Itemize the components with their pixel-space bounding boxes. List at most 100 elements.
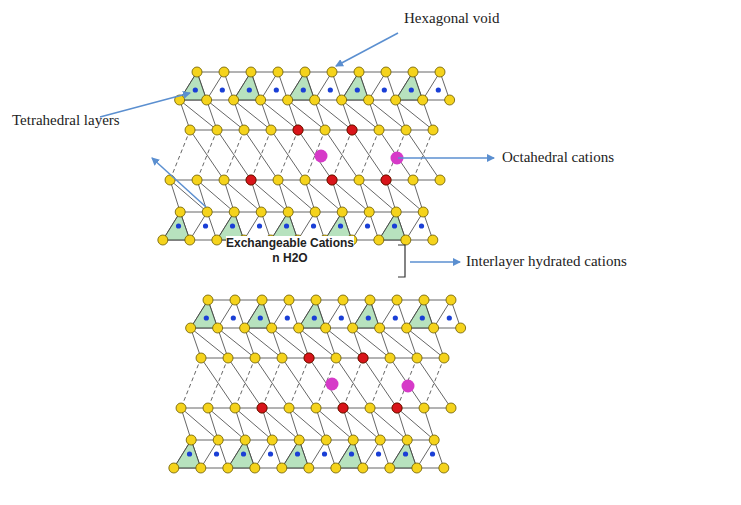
oxygen-atom — [304, 353, 314, 363]
bond — [309, 358, 343, 408]
hydroxyl-atom — [304, 353, 314, 363]
bond — [181, 358, 201, 408]
oxygen-atom — [257, 403, 267, 413]
callout-label: Octahedral cations — [502, 149, 614, 166]
bond — [217, 130, 251, 180]
hydroxyl-atom — [347, 125, 357, 135]
tetrahedral-cation — [311, 223, 316, 228]
oxygen-atom — [337, 95, 347, 105]
tetrahedral-cation — [285, 315, 290, 320]
bond — [332, 180, 369, 212]
oxygen-atom — [439, 463, 449, 473]
tetrahedral-cation — [231, 315, 236, 320]
bond — [197, 130, 217, 180]
hydroxyl-atom — [246, 175, 256, 185]
tetrahedral-cation — [393, 315, 398, 320]
oxygen-atom — [213, 323, 223, 333]
oxygen-atom — [239, 125, 249, 135]
oxygen-atom — [250, 353, 260, 363]
bond — [369, 100, 406, 130]
tetrahedral-cation — [312, 315, 317, 320]
oxygen-atom — [185, 235, 195, 245]
tetrahedra — [174, 300, 434, 468]
bond — [298, 130, 332, 180]
oxygen-atom — [230, 295, 240, 305]
tetrahedron — [342, 72, 369, 100]
bond — [207, 100, 244, 130]
oxygen-atom — [229, 95, 239, 105]
oxygen-atom — [435, 67, 445, 77]
oxygen-atom — [310, 207, 320, 217]
tetrahedral-cation — [203, 223, 208, 228]
tetrahedral-cation — [430, 451, 435, 456]
tetrahedral-cation — [376, 451, 381, 456]
oxygen-atom — [412, 463, 422, 473]
bond — [190, 130, 224, 180]
bond — [244, 130, 278, 180]
octahedral-cation — [326, 378, 339, 391]
bond — [272, 328, 309, 358]
oxygen-atom — [364, 95, 374, 105]
oxygen-atom — [246, 175, 256, 185]
bond — [201, 358, 235, 408]
tetrahedron — [288, 72, 315, 100]
tetrahedral-cation — [338, 223, 343, 228]
oxygen-atom — [192, 67, 202, 77]
bond — [386, 130, 406, 180]
oxygen-atom — [331, 463, 341, 473]
tetrahedron — [390, 440, 417, 468]
tetrahedron — [336, 440, 363, 468]
oxygen-atom — [347, 125, 357, 135]
tetrahedral-cation — [447, 315, 452, 320]
tetrahedral-cation — [403, 451, 408, 456]
tetrahedral-cation — [349, 451, 354, 456]
bond — [332, 130, 352, 180]
tetrahedral-cation — [284, 223, 289, 228]
bond — [234, 100, 271, 130]
leader-line — [410, 261, 460, 263]
tetrahedral-cation — [420, 315, 425, 320]
bond — [289, 408, 326, 440]
oxygen-atom — [186, 435, 196, 445]
oxygen-atom — [338, 295, 348, 305]
bond — [336, 358, 370, 408]
bond — [390, 358, 424, 408]
tetrahedral-cation — [176, 223, 181, 228]
oxygen-atom — [456, 323, 466, 333]
tetrahedral-cation — [268, 451, 273, 456]
oxygen-atom — [311, 403, 321, 413]
oxygen-atom — [196, 353, 206, 363]
oxygen-atom — [273, 175, 283, 185]
bond — [262, 408, 299, 440]
tetrahedral-cation — [247, 87, 252, 92]
oxygen-atom — [321, 323, 331, 333]
oxygen-atom — [300, 175, 310, 185]
oxygen-atom — [169, 463, 179, 473]
hydroxyl-atom — [358, 353, 368, 363]
oxygen-atom — [176, 403, 186, 413]
oxygen-atom — [331, 353, 341, 363]
oxygen-atom — [429, 323, 439, 333]
bond — [353, 328, 390, 358]
oxygen-atom — [256, 95, 266, 105]
oxygen-atom — [250, 463, 260, 473]
oxygen-atom — [365, 295, 375, 305]
oxygen-atom — [223, 353, 233, 363]
oxygen-atom — [310, 95, 320, 105]
bond — [261, 100, 298, 130]
bond — [305, 180, 342, 212]
bond — [299, 328, 336, 358]
leader-line — [152, 158, 206, 207]
bond — [251, 130, 271, 180]
tetrahedral-cation — [220, 87, 225, 92]
bond — [228, 358, 262, 408]
bond — [316, 408, 353, 440]
oxygen-atom — [445, 95, 455, 105]
bond — [278, 130, 298, 180]
oxygen-atom — [348, 323, 358, 333]
oxygen-atom — [408, 67, 418, 77]
oxygen-atom — [374, 125, 384, 135]
oxygen-atom — [327, 175, 337, 185]
oxygen-atom — [392, 403, 402, 413]
